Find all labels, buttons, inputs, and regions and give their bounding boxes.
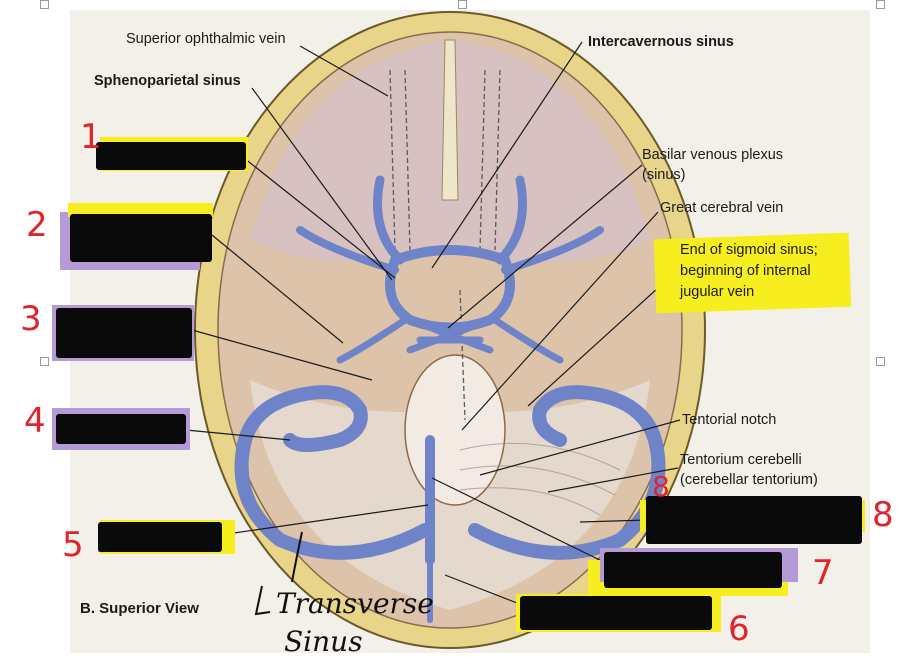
redaction-box-7: [604, 552, 782, 588]
resize-handle-right[interactable]: [876, 357, 885, 366]
label-great-cerebral-vein: Great cerebral vein: [660, 200, 784, 216]
label-intercavernous-sinus: Intercavernous sinus: [588, 34, 734, 50]
label-basilar-venous-plexus: Basilar venous plexus: [642, 147, 784, 163]
tentorium-lines: [459, 442, 621, 516]
redaction-box-1: [96, 142, 246, 170]
handwritten-number-3: 3: [20, 299, 42, 339]
resize-handle-top-left[interactable]: [40, 0, 49, 9]
crista-galli: [441, 39, 459, 201]
highlight-2-yellow: [68, 203, 213, 217]
handwritten-number-1: 1: [80, 117, 102, 157]
redaction-box-8: [646, 496, 862, 544]
view-title: B. Superior View: [80, 600, 199, 617]
label-tentorial-notch: Tentorial notch: [682, 412, 777, 428]
label-tentorium-line2: (cerebellar tentorium): [680, 472, 818, 488]
label-basilar-sinus: (sinus): [642, 167, 686, 183]
handwritten-number-8-small: 8: [652, 470, 670, 503]
handwritten-number-8: 8: [872, 495, 894, 535]
redaction-box-6: [520, 596, 712, 630]
handwritten-number-6: 6: [728, 609, 750, 649]
resize-handle-left[interactable]: [40, 357, 49, 366]
label-sphenoparietal-sinus: Sphenoparietal sinus: [94, 73, 241, 89]
label-sigmoid-line1: End of sigmoid sinus;: [680, 242, 818, 258]
cranial-nerves: [389, 69, 501, 421]
label-tentorium-line1: Tentorium cerebelli: [680, 452, 802, 468]
foramen-magnum: [404, 354, 506, 506]
label-sigmoid-line2: beginning of internal: [680, 263, 811, 279]
redaction-box-2: [70, 214, 212, 262]
redaction-box-3: [56, 308, 192, 358]
redaction-box-4: [56, 414, 186, 444]
handwritten-number-2: 2: [26, 205, 48, 245]
resize-handle-top[interactable]: [458, 0, 467, 9]
resize-handle-top-right[interactable]: [876, 0, 885, 9]
handwritten-number-7: 7: [812, 553, 834, 593]
label-sigmoid-line3: jugular vein: [680, 284, 755, 300]
handwritten-annotation-line1: Transverse: [276, 587, 434, 620]
redaction-box-5: [98, 522, 222, 552]
leader-lines: [185, 41, 681, 609]
handwritten-number-5: 5: [62, 525, 84, 565]
handwritten-number-4: 4: [24, 401, 46, 441]
label-superior-ophthalmic-vein: Superior ophthalmic vein: [126, 31, 286, 47]
handwritten-annotation-line2: Sinus: [284, 625, 363, 658]
